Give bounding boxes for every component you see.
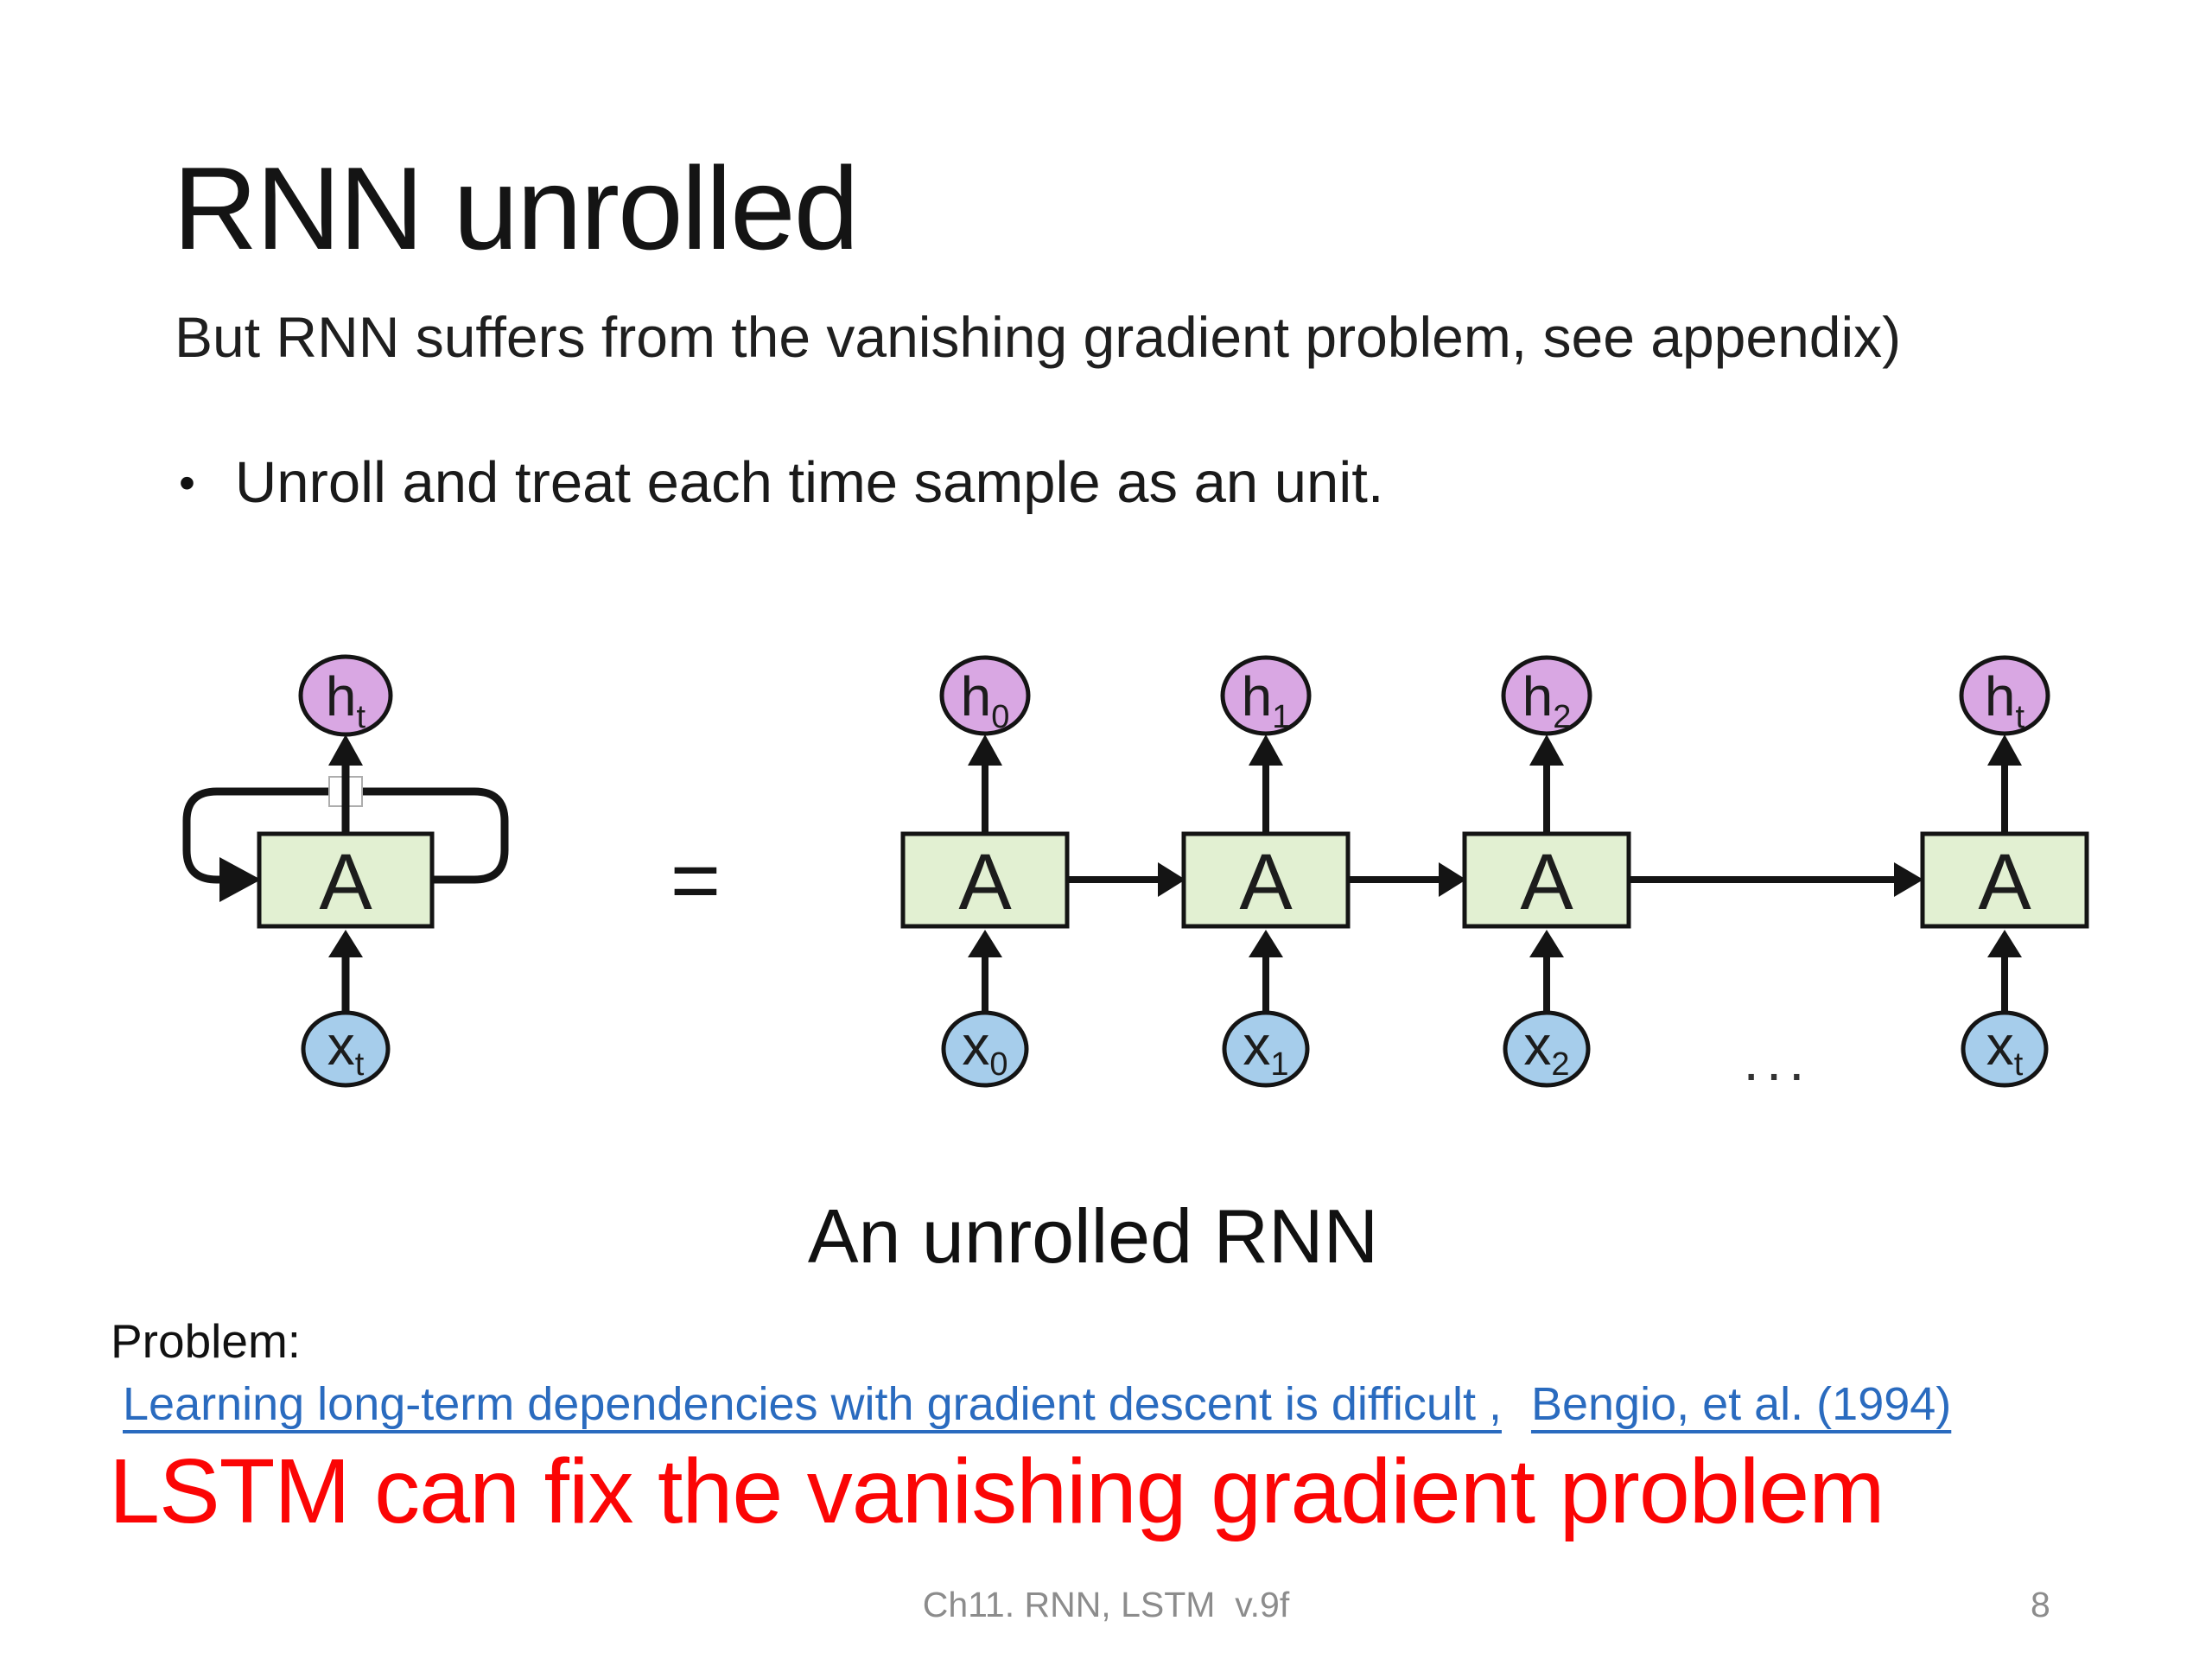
x-node	[1503, 1010, 1591, 1088]
x-node	[301, 1010, 391, 1088]
conclusion-text: LSTM can fix the vanishing gradient prob…	[109, 1440, 1885, 1542]
cell-a-box	[257, 831, 435, 929]
h-node-label: ht	[1985, 665, 2025, 735]
bullet-marker: •	[179, 456, 195, 509]
cell-a-label: A	[958, 838, 1012, 926]
h-node	[1959, 655, 2050, 736]
a-to-h-arrowhead	[1987, 734, 2022, 766]
unrolled-unit-t: A ht xt	[1920, 655, 2089, 1088]
rolled-rnn: A ht xt	[182, 654, 509, 1088]
x-node-label: xt	[327, 1014, 365, 1083]
h-node	[1501, 655, 1592, 736]
a-to-a-arrowhead	[1158, 862, 1185, 897]
a-to-a-long-arrowhead	[1894, 862, 1923, 897]
reference-links: Learning long-term dependencies with gra…	[123, 1377, 1951, 1431]
unrolled-rnn: A h0 x0 A h1 x1	[900, 655, 2089, 1092]
cell-a-label: A	[1520, 838, 1573, 926]
x-node-label: x1	[1243, 1014, 1288, 1083]
h-node	[1220, 655, 1312, 736]
h-node	[298, 654, 393, 737]
unrolled-unit-0: A h0 x0	[900, 655, 1070, 1088]
x-to-a-arrowhead	[328, 930, 363, 957]
slide-title: RNN unrolled	[173, 143, 859, 274]
h-node-label: h1	[1242, 665, 1291, 735]
cell-a-label: A	[319, 838, 372, 926]
x-node-label: x2	[1523, 1014, 1569, 1083]
unrolled-unit-1: A h1 x1	[1181, 655, 1351, 1088]
a-to-a-arrowhead	[1439, 862, 1466, 897]
citation-link[interactable]: Bengio, et al. (1994)	[1530, 1378, 1952, 1430]
x-to-a-arrowhead	[968, 930, 1002, 957]
bullet-item: • Unroll and treat each time sample as a…	[179, 449, 1383, 516]
page-number: 8	[2031, 1585, 2050, 1624]
unrolled-unit-2: A h2 x2	[1462, 655, 1631, 1088]
cell-a-box	[1181, 831, 1351, 929]
a-to-h-arrowhead	[1529, 734, 1564, 766]
cell-a-box	[1920, 831, 2089, 929]
x-node-label: xt	[1986, 1014, 2024, 1083]
x-node	[1961, 1010, 2049, 1088]
h-node-label: h2	[1522, 665, 1572, 735]
cell-a-box	[1462, 831, 1631, 929]
ellipsis-label: ...	[1743, 1028, 1811, 1092]
bullet-text: Unroll and treat each time sample as an …	[234, 450, 1384, 515]
x-to-a-arrowhead	[1249, 930, 1283, 957]
x-to-a-arrowhead	[1987, 930, 2022, 957]
x-node	[941, 1010, 1029, 1088]
slide-subtitle: But RNN suffers from the vanishing gradi…	[175, 305, 1902, 369]
problem-label: Problem:	[111, 1314, 302, 1368]
a-to-h-arrowhead	[1249, 734, 1283, 766]
x-to-a-arrowhead	[1529, 930, 1564, 957]
rnn-diagram: A ht xt = A h0 x0	[182, 654, 2089, 1092]
a-to-h-arrowhead	[968, 734, 1002, 766]
x-node	[1222, 1010, 1310, 1088]
h-node	[939, 655, 1031, 736]
diagram-caption: An unrolled RNN	[807, 1193, 1379, 1279]
paper-title-link[interactable]: Learning long-term dependencies with gra…	[123, 1378, 1502, 1430]
footer-title: Ch11. RNN, LSTM v.9f	[922, 1585, 1290, 1624]
x-node-label: x0	[962, 1014, 1007, 1083]
h-node-label: h0	[961, 665, 1010, 735]
cell-a-box	[900, 831, 1070, 929]
h-node-label: ht	[326, 665, 366, 735]
equals-sign: =	[671, 832, 721, 929]
cell-a-label: A	[1239, 838, 1293, 926]
a-to-h-arrowhead	[328, 734, 363, 766]
cell-a-label: A	[1978, 838, 2031, 926]
recurrent-loop-arrowhead	[219, 857, 261, 902]
